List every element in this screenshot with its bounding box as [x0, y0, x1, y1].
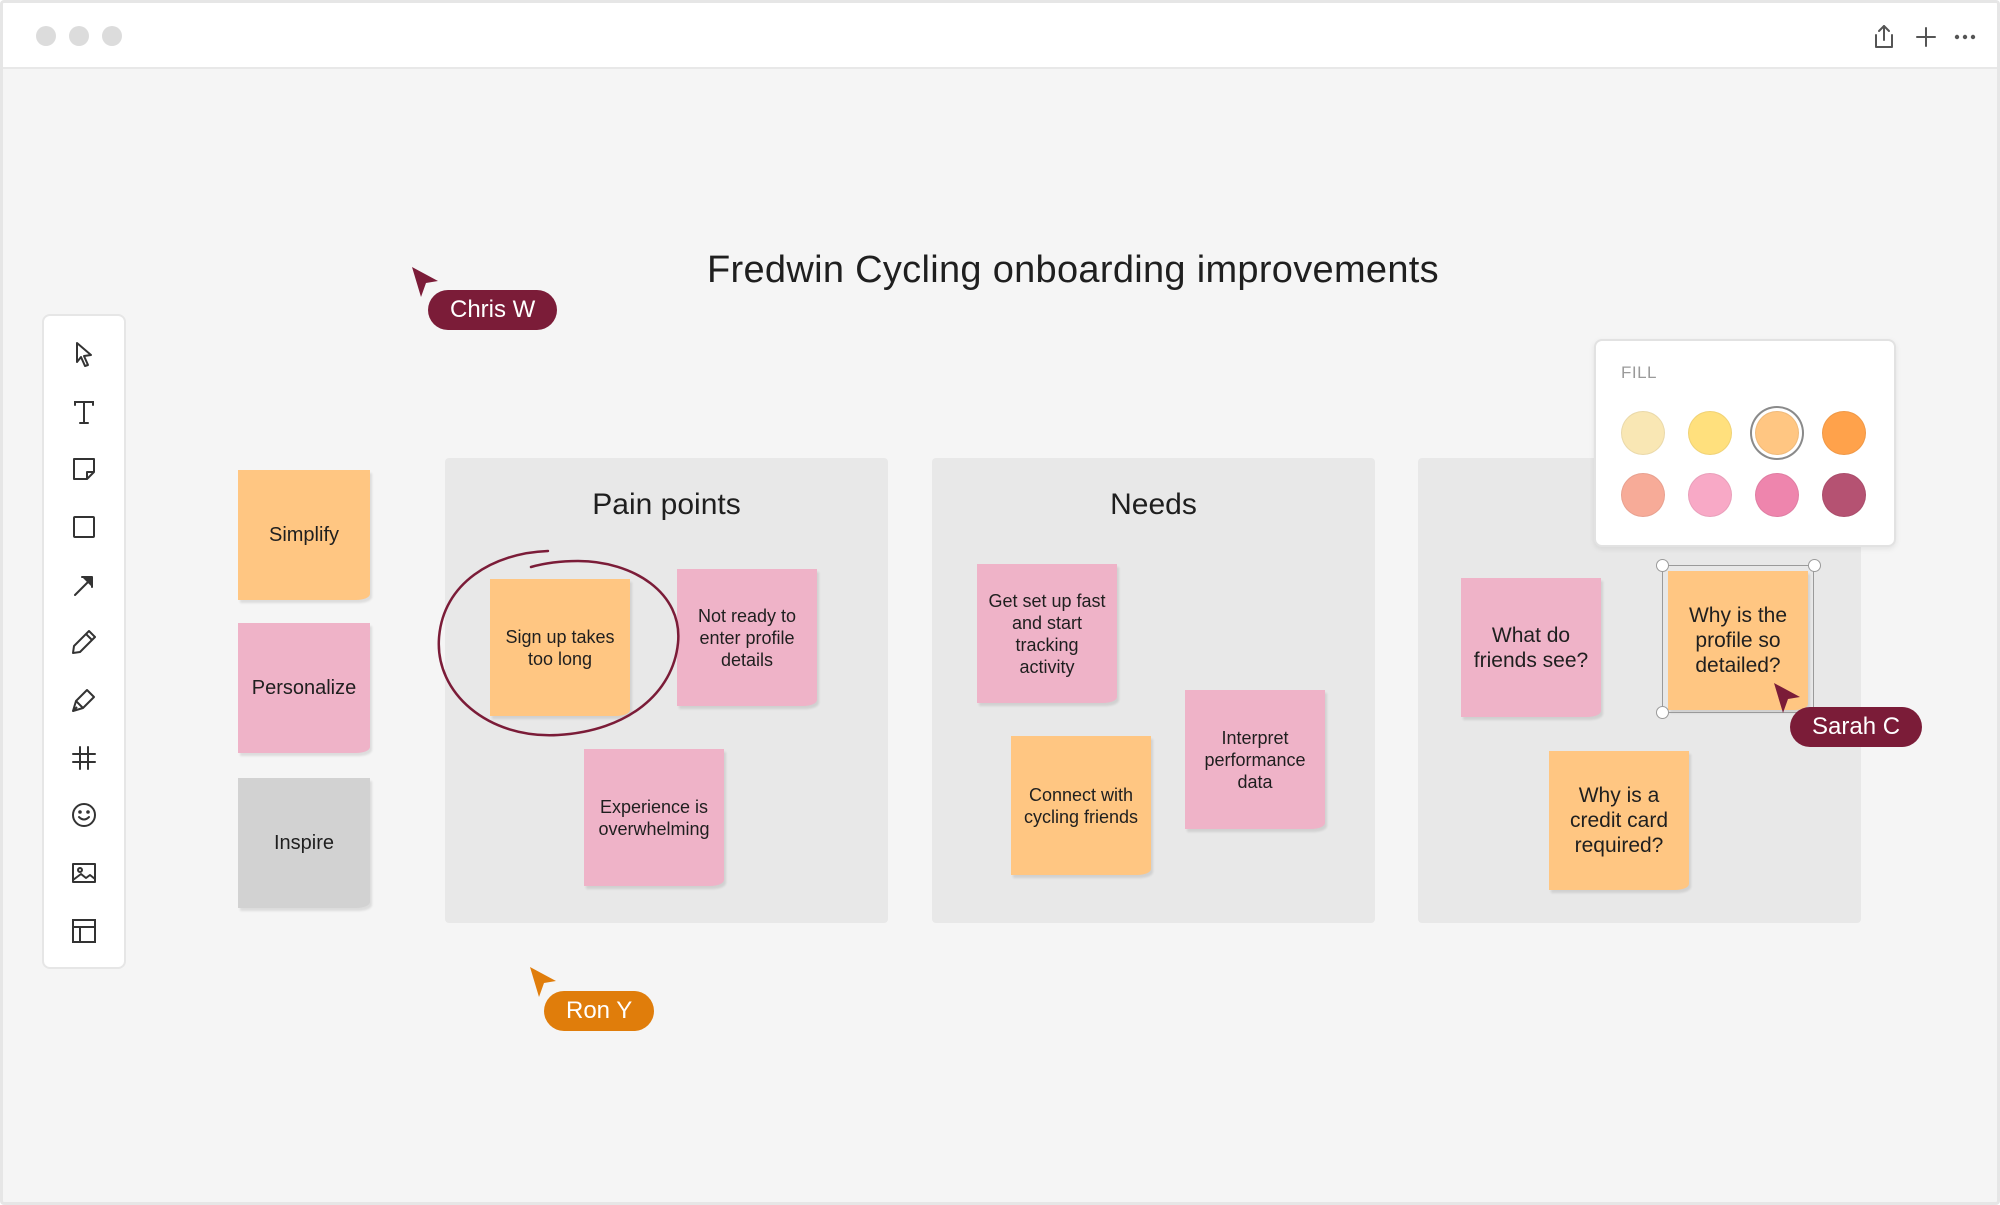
fill-label: FILL [1621, 363, 1658, 382]
more-icon[interactable] [1951, 23, 1979, 51]
text-tool[interactable] [66, 394, 102, 430]
cursor-arrow-icon [1774, 683, 1800, 713]
board-title[interactable]: Fredwin Cycling onboarding improvements [707, 249, 1439, 291]
sticky-note-text: Why is a credit card required? [1569, 784, 1669, 857]
collaborator-name-label: Ron Y [544, 991, 655, 1031]
rectangle-icon [73, 516, 95, 538]
sticky-note-text: Connect with cycling friends [1023, 784, 1139, 827]
window-minimize-dot[interactable] [69, 26, 89, 46]
marker-icon [72, 689, 95, 712]
fill-swatch-pale-yellow[interactable] [1621, 411, 1665, 455]
plus-icon[interactable] [1912, 23, 1940, 51]
arrow-tool[interactable] [66, 567, 102, 603]
fill-swatch-berry[interactable] [1822, 473, 1866, 517]
sticky-note-text: Inspire [273, 831, 335, 854]
window-maximize-dot[interactable] [102, 26, 122, 46]
resize-handle[interactable] [1656, 706, 1669, 719]
sticky-note[interactable]: Why is a credit card required? [1549, 751, 1689, 890]
layout-icon [72, 919, 96, 943]
collaborator-name-label: Sarah C [1790, 707, 1923, 747]
marker-tool[interactable] [66, 682, 102, 718]
fill-swatch-pink[interactable] [1755, 473, 1799, 517]
sticky-note-text: Not ready to enter profile details [697, 605, 797, 670]
hash-icon [72, 746, 96, 770]
sticky-note-text: Why is the profile so detailed? [1688, 604, 1788, 677]
sticky-note-text: What do friends see? [1473, 623, 1589, 672]
fill-swatch-orange[interactable] [1822, 411, 1866, 455]
pointer-icon [76, 342, 92, 367]
selection-box [1662, 565, 1814, 713]
cursor-arrow-icon [530, 967, 556, 997]
hand-drawn-circle-annotation[interactable] [433, 543, 683, 743]
collaborator-name-label: Chris W [428, 290, 558, 330]
fill-swatch-yellow[interactable] [1688, 411, 1732, 455]
sticky-note-simplify[interactable]: Simplify [238, 470, 370, 600]
fill-swatch-light-pink[interactable] [1688, 473, 1732, 517]
sticky-note-icon [73, 458, 95, 480]
sticky-note[interactable]: Experience is overwhelming [584, 749, 724, 886]
sticky-note[interactable]: What do friends see? [1461, 578, 1601, 717]
fill-swatch-light-orange[interactable] [1755, 411, 1799, 455]
tool-palette [42, 314, 126, 969]
share-icon[interactable] [1870, 23, 1898, 51]
sticky-note-text: Interpret performance data [1204, 727, 1306, 792]
pen-icon [72, 630, 96, 654]
cursor-arrow-icon [412, 267, 438, 297]
text-icon [74, 401, 94, 424]
sticky-note-text: Sign up takes too long [505, 626, 615, 669]
sticky-note-selected[interactable]: Why is the profile so detailed? [1668, 571, 1808, 710]
template-tool[interactable] [66, 913, 102, 949]
column-title[interactable]: Pain points [592, 488, 741, 521]
sticky-note-text: Experience is overwhelming [598, 796, 710, 839]
arrow-icon [74, 576, 93, 596]
rectangle-tool[interactable] [66, 509, 102, 545]
sticky-note[interactable]: Not ready to enter profile details [677, 569, 817, 706]
sticky-note-text: Get set up fast and start tracking activ… [988, 590, 1106, 677]
grid-tool[interactable] [66, 740, 102, 776]
sticky-note-tool[interactable] [66, 451, 102, 487]
sticky-note[interactable]: Interpret performance data [1185, 690, 1325, 829]
image-icon [72, 863, 96, 883]
smiley-icon [72, 803, 96, 827]
title-bar [3, 3, 1997, 69]
pen-tool[interactable] [66, 624, 102, 660]
sticky-note[interactable]: Get set up fast and start tracking activ… [977, 564, 1117, 703]
resize-handle[interactable] [1656, 559, 1669, 572]
emoji-tool[interactable] [66, 797, 102, 833]
sticky-note-personalize[interactable]: Personalize [238, 623, 370, 753]
window-close-dot[interactable] [36, 26, 56, 46]
fill-swatch-salmon[interactable] [1621, 473, 1665, 517]
resize-handle[interactable] [1808, 559, 1821, 572]
sticky-note[interactable]: Sign up takes too long [490, 579, 630, 716]
select-tool[interactable] [66, 336, 102, 372]
sticky-note-inspire[interactable]: Inspire [238, 778, 370, 908]
sticky-note[interactable]: Connect with cycling friends [1011, 736, 1151, 875]
image-tool[interactable] [66, 855, 102, 891]
fill-color-panel: FILL [1594, 339, 1896, 547]
column-title[interactable]: Needs [1110, 488, 1197, 521]
sticky-note-text: Personalize [251, 676, 357, 699]
sticky-note-text: Simplify [268, 523, 339, 546]
